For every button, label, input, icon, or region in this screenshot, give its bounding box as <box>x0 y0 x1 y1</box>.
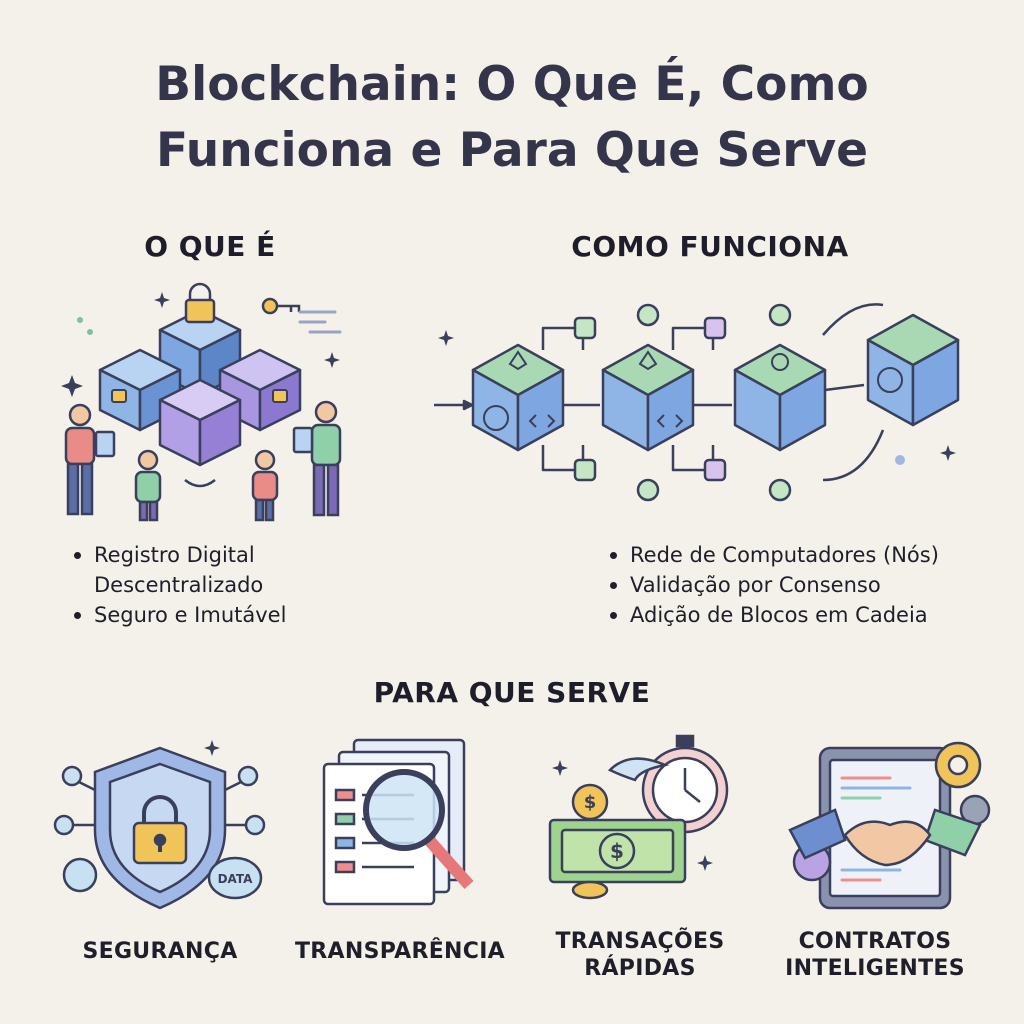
section-heading-uses: PARA QUE SERVE <box>373 676 651 709</box>
handshake-tablet-icon <box>788 741 991 910</box>
use-label-line-1: CONTRATOS <box>798 929 952 954</box>
title-line-2: Funciona e Para Que Serve <box>156 123 868 178</box>
bill-dollar-text: $ <box>610 839 624 863</box>
use-label-line-1: TRANSPARÊNCIA <box>295 939 505 964</box>
how-bullet-item: Adição de Blocos em Cadeia <box>606 600 1006 630</box>
data-badge-text: DATA <box>218 872 254 886</box>
blockchain-cubes-people-illustration <box>61 282 342 522</box>
shield-lock-icon: DATA <box>53 740 266 910</box>
stopwatch-money-icon: $ $ <box>548 734 729 900</box>
section-heading-how: COMO FUNCIONA <box>571 230 849 263</box>
coin-dollar-text: $ <box>584 792 597 813</box>
how-bullet-item: Rede de Computadores (Nós) <box>606 540 1006 570</box>
page-title: Blockchain: O Que É, Como Funciona e Par… <box>0 52 1024 184</box>
magnifier-documents-icon <box>322 738 474 906</box>
use-label-fast-transactions: TRANSAÇÕES RÁPIDAS <box>530 928 750 982</box>
use-label-line-2: RÁPIDAS <box>584 956 696 981</box>
use-label-line-1: TRANSAÇÕES <box>555 929 725 954</box>
use-label-transparency: TRANSPARÊNCIA <box>280 938 520 965</box>
title-line-1: Blockchain: O Que É, Como <box>155 57 869 112</box>
what-bullet-item: Registro Digital Descentralizado <box>70 540 400 600</box>
how-bullet-list: Rede de Computadores (Nós) Validação por… <box>606 540 1006 630</box>
use-label-smart-contracts: CONTRATOS INTELIGENTES <box>770 928 980 982</box>
use-label-line-2: INTELIGENTES <box>785 956 965 981</box>
what-bullet-list: Registro Digital Descentralizado Seguro … <box>70 540 400 630</box>
section-heading-what: O QUE É <box>144 230 276 263</box>
how-bullet-item: Validação por Consenso <box>606 570 1006 600</box>
block-chain-flow-illustration <box>434 303 960 502</box>
use-label-line-1: SEGURANÇA <box>82 939 238 964</box>
use-label-security: SEGURANÇA <box>50 938 270 965</box>
what-bullet-item: Seguro e Imutável <box>70 600 400 630</box>
